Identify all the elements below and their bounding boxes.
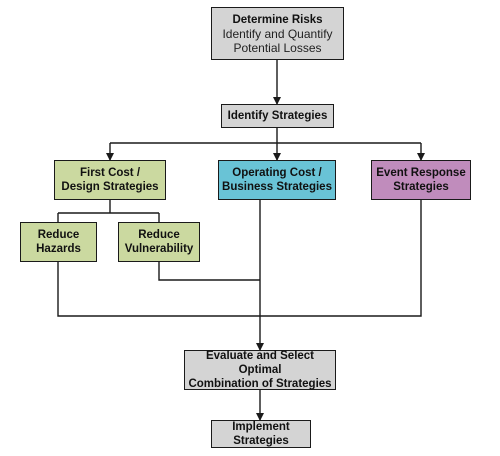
determine-risks-sub1: Identify and Quantify xyxy=(222,26,333,41)
first-cost-line2: Design Strategies xyxy=(61,181,159,193)
operating-cost-line1: Operating Cost / xyxy=(232,167,322,179)
operating-cost-box: Operating Cost / Business Strategies xyxy=(218,160,336,200)
identify-strategies-box: Identify Strategies xyxy=(221,104,334,128)
evaluate-select-box: Evaluate and Select Optimal Combination … xyxy=(184,350,336,390)
determine-risks-title: Determine Risks xyxy=(232,13,323,26)
implement-strategies-label: Implement Strategies xyxy=(232,421,290,447)
reduce-hazards-box: Reduce Hazards xyxy=(20,222,97,262)
reduce-vulnerability-line2: Vulnerability xyxy=(124,243,194,255)
implement-strategies-box: Implement Strategies xyxy=(211,420,311,448)
evaluate-select-line2: Combination of Strategies xyxy=(188,378,332,390)
determine-risks-box: Determine Risks Identify and Quantify Po… xyxy=(211,7,344,60)
event-response-line2: Strategies xyxy=(393,181,449,193)
reduce-hazards-line1: Reduce xyxy=(37,229,80,241)
identify-strategies-label: Identify Strategies xyxy=(227,110,328,122)
first-cost-line1: First Cost / xyxy=(79,167,141,179)
event-response-box: Event Response Strategies xyxy=(371,160,471,200)
event-response-line1: Event Response xyxy=(376,167,466,179)
reduce-vulnerability-box: Reduce Vulnerability xyxy=(118,222,200,262)
first-cost-box: First Cost / Design Strategies xyxy=(54,160,166,200)
reduce-vulnerability-line1: Reduce xyxy=(138,229,180,241)
line-hazards-merge xyxy=(57,200,422,317)
determine-risks-sub2: Potential Losses xyxy=(233,40,322,55)
reduce-hazards-line2: Hazards xyxy=(36,243,81,255)
operating-cost-line2: Business Strategies xyxy=(222,181,332,193)
line-vulnerability-merge xyxy=(158,262,260,281)
evaluate-select-line1: Evaluate and Select Optimal xyxy=(205,350,315,376)
